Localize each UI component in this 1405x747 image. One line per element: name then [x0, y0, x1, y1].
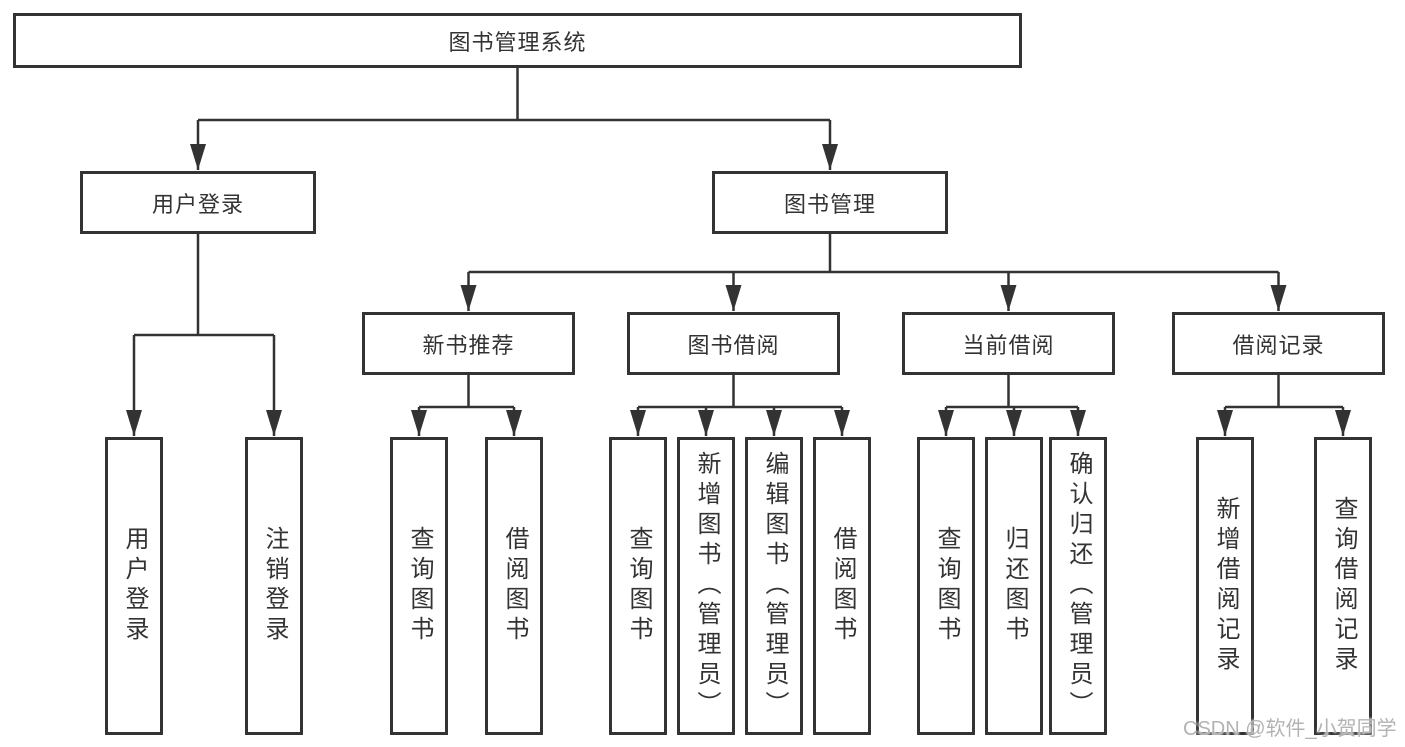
- node-new-book-recommend-label: 新书推荐: [422, 332, 515, 358]
- node-borrowing-records-label: 借阅记录: [1232, 332, 1325, 358]
- node-root-library-system: 图书管理系统: [13, 13, 1022, 68]
- node-leaf-borrow-books-recommend: 借阅图书: [485, 437, 543, 735]
- node-leaf-user-login-label: 用户登录: [121, 526, 148, 646]
- node-borrowing-records: 借阅记录: [1172, 312, 1385, 375]
- node-leaf-query-books-current-label: 查询图书: [933, 526, 960, 646]
- node-current-borrowing: 当前借阅: [902, 312, 1115, 375]
- node-leaf-return-books-label: 归还图书: [1001, 526, 1028, 646]
- node-leaf-borrow-books: 借阅图书: [813, 437, 871, 735]
- node-root-label: 图书管理系统: [448, 29, 587, 55]
- node-user-login-label: 用户登录: [151, 191, 244, 217]
- node-leaf-user-login: 用户登录: [105, 437, 163, 735]
- node-leaf-return-books: 归还图书: [985, 437, 1043, 735]
- node-leaf-query-borrow-record: 查询借阅记录: [1314, 437, 1372, 735]
- node-leaf-borrow-books-recommend-label: 借阅图书: [501, 526, 528, 646]
- node-leaf-query-books-current: 查询图书: [917, 437, 975, 735]
- node-leaf-query-borrow-record-label: 查询借阅记录: [1330, 496, 1357, 676]
- node-leaf-add-borrow-record-label: 新增借阅记录: [1212, 496, 1239, 676]
- node-book-borrowing-label: 图书借阅: [687, 332, 780, 358]
- node-leaf-query-books-recommend: 查询图书: [390, 437, 448, 735]
- node-leaf-borrow-books-label: 借阅图书: [829, 526, 856, 646]
- node-leaf-query-books-borrowing: 查询图书: [609, 437, 667, 735]
- node-leaf-confirm-return-admin: 确认归还（管理员）: [1049, 437, 1107, 735]
- node-leaf-query-books-borrowing-label: 查询图书: [625, 526, 652, 646]
- node-current-borrowing-label: 当前借阅: [962, 332, 1055, 358]
- node-leaf-logout-label: 注销登录: [261, 526, 288, 646]
- node-leaf-edit-books-admin-label: 编辑图书（管理员）: [761, 451, 788, 721]
- node-leaf-logout: 注销登录: [245, 437, 303, 735]
- node-leaf-query-books-recommend-label: 查询图书: [406, 526, 433, 646]
- node-user-login: 用户登录: [80, 171, 316, 234]
- node-leaf-add-borrow-record: 新增借阅记录: [1196, 437, 1254, 735]
- node-book-management-label: 图书管理: [783, 191, 876, 217]
- node-leaf-add-books-admin-label: 新增图书（管理员）: [693, 451, 720, 721]
- node-leaf-add-books-admin: 新增图书（管理员）: [677, 437, 735, 735]
- node-leaf-edit-books-admin: 编辑图书（管理员）: [745, 437, 803, 735]
- node-new-book-recommend: 新书推荐: [362, 312, 575, 375]
- node-book-borrowing: 图书借阅: [627, 312, 840, 375]
- node-book-management: 图书管理: [712, 171, 948, 234]
- node-leaf-confirm-return-admin-label: 确认归还（管理员）: [1065, 451, 1092, 721]
- csdn-watermark: CSDN @软件_小贺同学: [1183, 718, 1397, 740]
